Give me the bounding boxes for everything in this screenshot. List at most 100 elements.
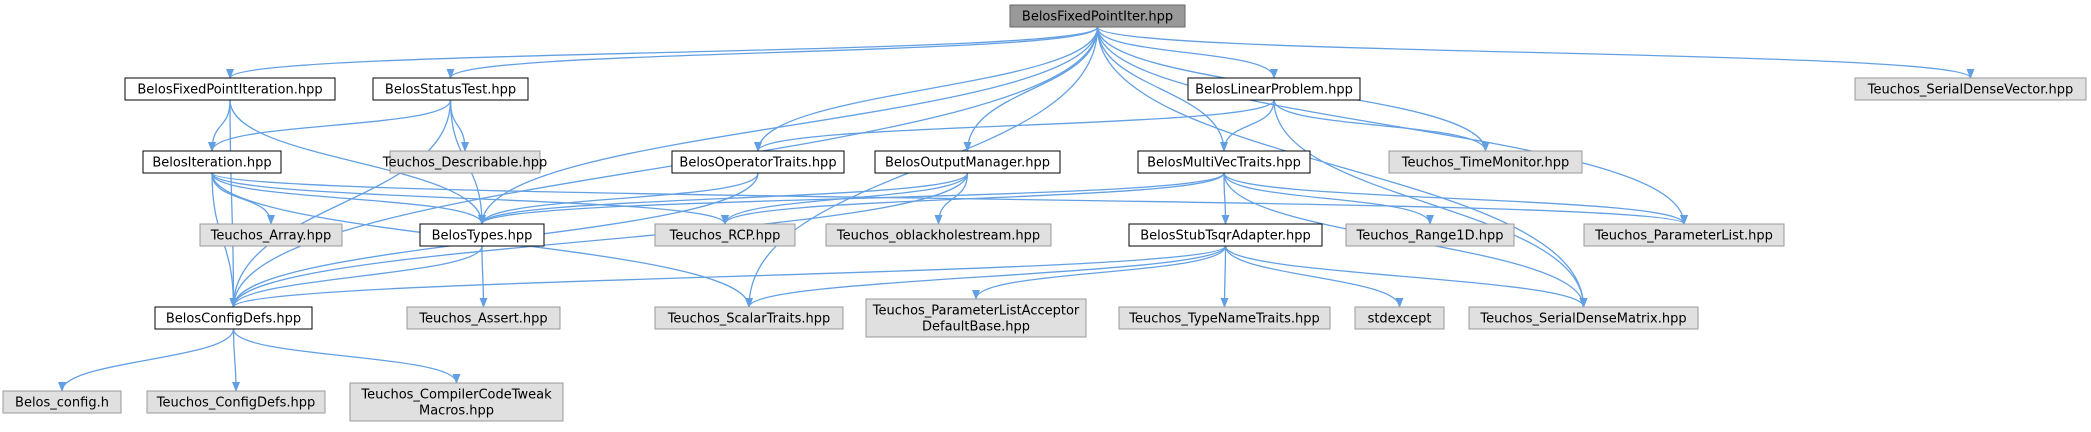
node-stdexcept[interactable]: stdexcept: [1354, 306, 1445, 330]
edge-mvtraits-to-range1d: [1223, 172, 1434, 225]
edge-iter-to-rcp: [211, 172, 729, 225]
node-box: [654, 306, 844, 330]
node-box: [865, 298, 1087, 338]
edge-config-to-tconfig: [231, 328, 240, 392]
node-belosoperatortraits-hpp[interactable]: BelosOperatorTraits.hpp: [671, 150, 845, 174]
node-teuchos-rcp-hpp[interactable]: Teuchos_RCP.hpp: [654, 223, 796, 247]
edge-root-to-linprob: [1096, 26, 1278, 79]
node-box: [1583, 223, 1785, 247]
node-box: [1468, 306, 1699, 330]
node-label: BelosOutputManager.hpp: [885, 156, 1050, 171]
node-label: Teuchos_Assert.hpp: [418, 312, 547, 327]
node-teuchos-serialdensevector-hpp[interactable]: Teuchos_SerialDenseVector.hpp: [1854, 77, 2087, 101]
node-box: [671, 150, 845, 174]
node-label: BelosTypes.hpp: [432, 229, 533, 244]
node-belosconfigdefs-hpp[interactable]: BelosConfigDefs.hpp: [154, 306, 313, 330]
edge-fpi-to-types: [229, 99, 486, 225]
node-belosstatustest-hpp[interactable]: BelosStatusTest.hpp: [372, 77, 529, 101]
edge-root-to-types: [478, 26, 1099, 225]
edge-mvtraits-to-types: [478, 172, 1225, 225]
node-teuchos-parameterlist-hpp[interactable]: Teuchos_ParameterList.hpp: [1583, 223, 1785, 247]
node-belosmultivectraits-hpp[interactable]: BelosMultiVecTraits.hpp: [1137, 150, 1311, 174]
node-teuchos-oblackholestream-hpp[interactable]: Teuchos_oblackholestream.hpp: [825, 223, 1052, 247]
node-label: DefaultBase.hpp: [922, 320, 1030, 335]
node-label: Teuchos_TimeMonitor.hpp: [1401, 156, 1570, 171]
edge-root-to-config: [229, 26, 1099, 308]
node-teuchos-assert-hpp[interactable]: Teuchos_Assert.hpp: [406, 306, 561, 330]
node-teuchos-configdefs-hpp[interactable]: Teuchos_ConfigDefs.hpp: [146, 390, 326, 414]
node-label: Teuchos_RCP.hpp: [669, 229, 781, 244]
edge-config-to-belosconfig: [58, 328, 235, 392]
node-label: Teuchos_oblackholestream.hpp: [836, 229, 1040, 244]
node-label: Teuchos_Describable.hpp: [382, 156, 547, 171]
node-teuchos-parameterlistacceptordefaultbase-hpp[interactable]: Teuchos_ParameterListAcceptorDefaultBase…: [865, 298, 1087, 338]
node-label: Teuchos_Range1D.hpp: [1356, 229, 1504, 244]
node-teuchos-array-hpp[interactable]: Teuchos_Array.hpp: [199, 223, 343, 247]
node-box: [372, 77, 529, 101]
edge-tsqr-to-config: [229, 245, 1227, 308]
node-belos-config-h[interactable]: Belos_config.h: [2, 390, 122, 414]
node-teuchos-range1d-hpp[interactable]: Teuchos_Range1D.hpp: [1345, 223, 1515, 247]
node-label: BelosConfigDefs.hpp: [166, 312, 301, 327]
node-label: BelosFixedPointIter.hpp: [1022, 10, 1173, 25]
node-box: [1137, 150, 1311, 174]
node-teuchos-describable-hpp[interactable]: Teuchos_Describable.hpp: [382, 150, 547, 174]
edge-tsqr-to-scalar: [745, 245, 1227, 308]
node-box: [2, 390, 122, 414]
node-belositeration-hpp[interactable]: BelosIteration.hpp: [142, 150, 282, 174]
node-box: [1354, 306, 1445, 330]
node-box: [349, 382, 564, 422]
node-box: [1854, 77, 2087, 101]
node-beloslinearproblem-hpp[interactable]: BelosLinearProblem.hpp: [1187, 77, 1361, 101]
edge-linprob-to-mvtraits: [1220, 99, 1275, 152]
node-belosoutputmanager-hpp[interactable]: BelosOutputManager.hpp: [874, 150, 1061, 174]
node-label: Belos_config.h: [15, 396, 109, 411]
node-label: BelosLinearProblem.hpp: [1195, 83, 1353, 98]
node-label: Teuchos_TypeNameTraits.hpp: [1128, 312, 1320, 327]
node-box: [825, 223, 1052, 247]
edge-outmgr-to-types: [478, 172, 969, 225]
node-box: [146, 390, 326, 414]
node-box: [1388, 150, 1583, 174]
node-label: BelosStatusTest.hpp: [385, 83, 516, 98]
node-belostypes-hpp[interactable]: BelosTypes.hpp: [419, 223, 545, 247]
edge-root-to-optraits: [754, 26, 1099, 152]
edge-iter-to-types: [211, 172, 486, 225]
node-label: Teuchos_ParameterList.hpp: [1594, 229, 1773, 244]
edge-fpi-to-iter: [208, 99, 231, 152]
edge-linprob-to-optraits: [754, 99, 1275, 152]
node-label: Teuchos_CompilerCodeTweak: [360, 388, 552, 403]
node-label: Teuchos_ConfigDefs.hpp: [156, 396, 316, 411]
node-teuchos-timemonitor-hpp[interactable]: Teuchos_TimeMonitor.hpp: [1388, 150, 1583, 174]
node-teuchos-serialdensematrix-hpp[interactable]: Teuchos_SerialDenseMatrix.hpp: [1468, 306, 1699, 330]
node-box: [389, 150, 541, 174]
node-label: Teuchos_ParameterListAcceptor: [872, 304, 1080, 319]
edge-iter-to-array: [211, 172, 275, 225]
node-box: [1187, 77, 1361, 101]
node-teuchos-typenametraits-hpp[interactable]: Teuchos_TypeNameTraits.hpp: [1118, 306, 1331, 330]
node-box: [419, 223, 545, 247]
edge-root-to-sdv: [1096, 26, 1975, 79]
edge-status-to-config: [229, 99, 452, 308]
node-label: stdexcept: [1368, 312, 1432, 327]
node-belosstubtsqradapter-hpp[interactable]: BelosStubTsqrAdapter.hpp: [1128, 223, 1323, 247]
edge-root-to-mvtraits: [1096, 26, 1228, 152]
node-label: BelosOperatorTraits.hpp: [679, 156, 836, 171]
edge-status-to-iter: [208, 99, 452, 152]
node-belosfixedpointiteration-hpp[interactable]: BelosFixedPointIteration.hpp: [124, 77, 336, 101]
edge-mvtraits-to-rcp: [721, 172, 1225, 225]
edge-root-to-sdm: [1096, 26, 1588, 308]
node-label: BelosMultiVecTraits.hpp: [1147, 156, 1301, 171]
edge-root-to-fpi: [226, 26, 1099, 79]
edge-types-to-config: [229, 245, 483, 308]
node-label: Macros.hpp: [419, 404, 494, 419]
node-box: [199, 223, 343, 247]
node-label: Teuchos_Array.hpp: [210, 229, 332, 244]
node-teuchos-scalartraits-hpp[interactable]: Teuchos_ScalarTraits.hpp: [654, 306, 844, 330]
node-box: [142, 150, 282, 174]
node-label: Teuchos_SerialDenseVector.hpp: [1867, 83, 2074, 98]
edge-mvtraits-to-tsqr: [1221, 172, 1230, 225]
edge-outmgr-to-config: [229, 172, 969, 308]
